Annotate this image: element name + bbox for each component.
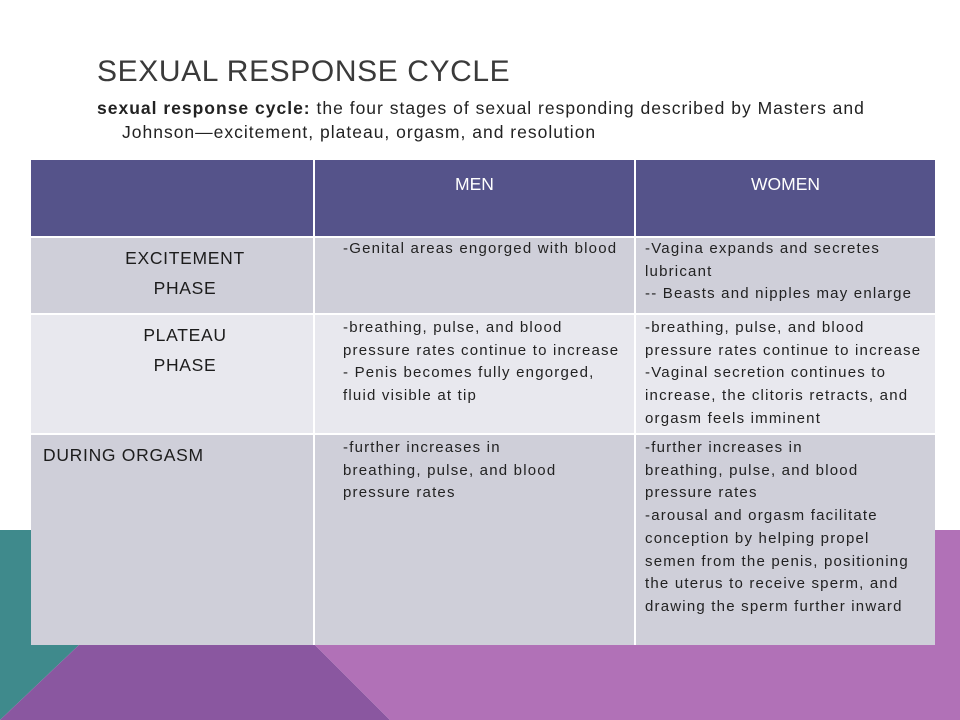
slide-title: SEXUAL RESPONSE CYCLE (97, 55, 511, 88)
phase-label-excitement: EXCITEMENT PHASE (31, 238, 313, 313)
sexual-response-table: MEN WOMEN EXCITEMENT PHASE -Genital area… (31, 160, 935, 645)
header-corner-cell (31, 160, 313, 236)
definition-term: sexual response cycle: (97, 98, 311, 118)
header-women: WOMEN (636, 160, 935, 236)
phase-label-plateau: PLATEAU PHASE (31, 315, 313, 433)
definition-body: the four stages of sexual responding des… (122, 98, 865, 142)
definition-paragraph: sexual response cycle: the four stages o… (97, 96, 882, 144)
men-excitement-cell: -Genital areas engorged with blood (315, 238, 634, 313)
women-plateau-cell: -breathing, pulse, and blood pressure ra… (636, 315, 935, 433)
phase-label-orgasm: DURING ORGASM (31, 435, 313, 645)
men-plateau-cell: -breathing, pulse, and blood pressure ra… (315, 315, 634, 433)
men-orgasm-cell: -further increases in breathing, pulse, … (315, 435, 634, 645)
women-orgasm-cell: -further increases in breathing, pulse, … (636, 435, 935, 645)
header-men: MEN (315, 160, 634, 236)
women-excitement-cell: -Vagina expands and secretes lubricant -… (636, 238, 935, 313)
